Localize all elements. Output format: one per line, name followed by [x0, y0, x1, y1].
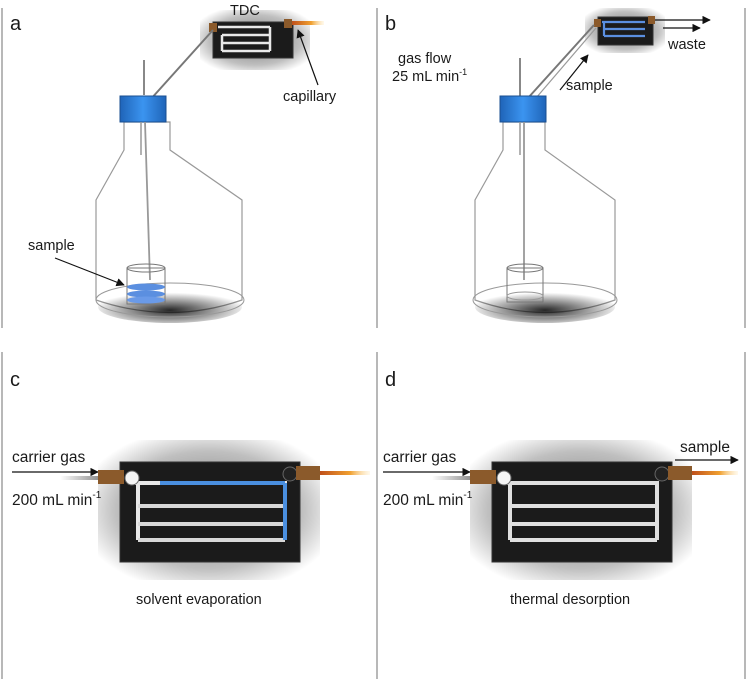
sample-vial	[126, 267, 166, 305]
capillary-arrow	[296, 29, 319, 86]
tdc-fitting-right	[284, 19, 292, 28]
fitting-right-d	[668, 466, 692, 480]
outlet-port-c	[282, 466, 298, 482]
sample-label-a: sample	[28, 238, 75, 254]
inner-tube	[144, 121, 151, 281]
panel-a-letter: a	[10, 13, 22, 35]
capillary-label: capillary	[283, 89, 337, 105]
tdc-c-body	[119, 461, 301, 563]
panel-d-letter: d	[385, 369, 396, 391]
sample-vial-b	[506, 267, 544, 303]
tdc-tubes	[218, 25, 272, 53]
tdc-d-tubes	[507, 481, 659, 542]
tdc-b-tubes	[602, 20, 645, 38]
inlet-tube-d	[432, 476, 492, 480]
inlet-port-c	[124, 470, 140, 486]
sample-arrow-b	[559, 54, 589, 91]
panel-a: a TDC capillary	[10, 3, 337, 323]
bottle-outline	[95, 121, 243, 314]
bottle-b-outline	[474, 121, 616, 314]
flow-rate-label-c: 200 mL min-1	[12, 490, 102, 509]
sample-label-b: sample	[566, 78, 613, 94]
sample-label-d: sample	[680, 439, 730, 456]
sample-liquid-3	[127, 296, 165, 304]
caption-d: thermal desorption	[510, 592, 630, 608]
carrier-gas-label-d: carrier gas	[383, 449, 456, 466]
bottle-b-base-ring	[472, 282, 618, 318]
capillary-d	[692, 471, 738, 475]
fitting-left-d	[470, 470, 496, 484]
tdc-b-fitting-left	[594, 19, 601, 27]
panel-d: d carrier gas 200 mL min-1 sample therma…	[383, 369, 739, 608]
inlet-port-d	[496, 470, 512, 486]
panel-c-letter: c	[10, 369, 20, 391]
panel-b-letter: b	[385, 13, 396, 35]
bottle-base-ring	[95, 282, 245, 318]
tdc-d-body	[491, 461, 673, 563]
transfer-line-b1	[527, 24, 595, 99]
tdc-fitting-left	[209, 23, 217, 32]
sample-arrow-a	[54, 257, 125, 287]
inlet-tube-c	[60, 476, 120, 480]
carrier-gas-label-c: carrier gas	[12, 449, 85, 466]
bottle-b-base-shadow	[475, 291, 615, 323]
vial-b-top	[506, 263, 544, 273]
tdc-b-fitting-right	[648, 16, 655, 24]
vial-top	[126, 263, 166, 273]
waste-label: waste	[667, 37, 706, 53]
vial-b-bottom	[506, 291, 544, 301]
bottle-cap	[119, 95, 167, 123]
capillary-tube	[292, 21, 324, 25]
sample-liquid-2	[127, 290, 165, 298]
capillary-c	[320, 471, 370, 475]
panel-c: c carrier gas 200 mL min-1 solvent evapo…	[10, 369, 370, 608]
flow-rate-label-d: 200 mL min-1	[383, 490, 473, 509]
caption-c: solvent evaporation	[136, 592, 262, 608]
outlet-port-d	[654, 466, 670, 482]
transfer-line-b2	[535, 27, 597, 99]
bottle-b-cap	[499, 95, 547, 123]
transfer-line	[149, 29, 214, 101]
tdc-label: TDC	[230, 3, 260, 19]
gas-flow-label: gas flow	[398, 51, 452, 67]
panel-b: b waste sample gas flow 25 mL min-1	[385, 8, 711, 323]
gas-flow-rate: 25 mL min-1	[392, 67, 467, 85]
tdc-c-tubes	[135, 481, 287, 542]
sample-liquid-1	[127, 283, 165, 291]
fitting-left-c	[98, 470, 124, 484]
bottle-base-shadow	[98, 291, 242, 323]
fitting-right-c	[296, 466, 320, 480]
